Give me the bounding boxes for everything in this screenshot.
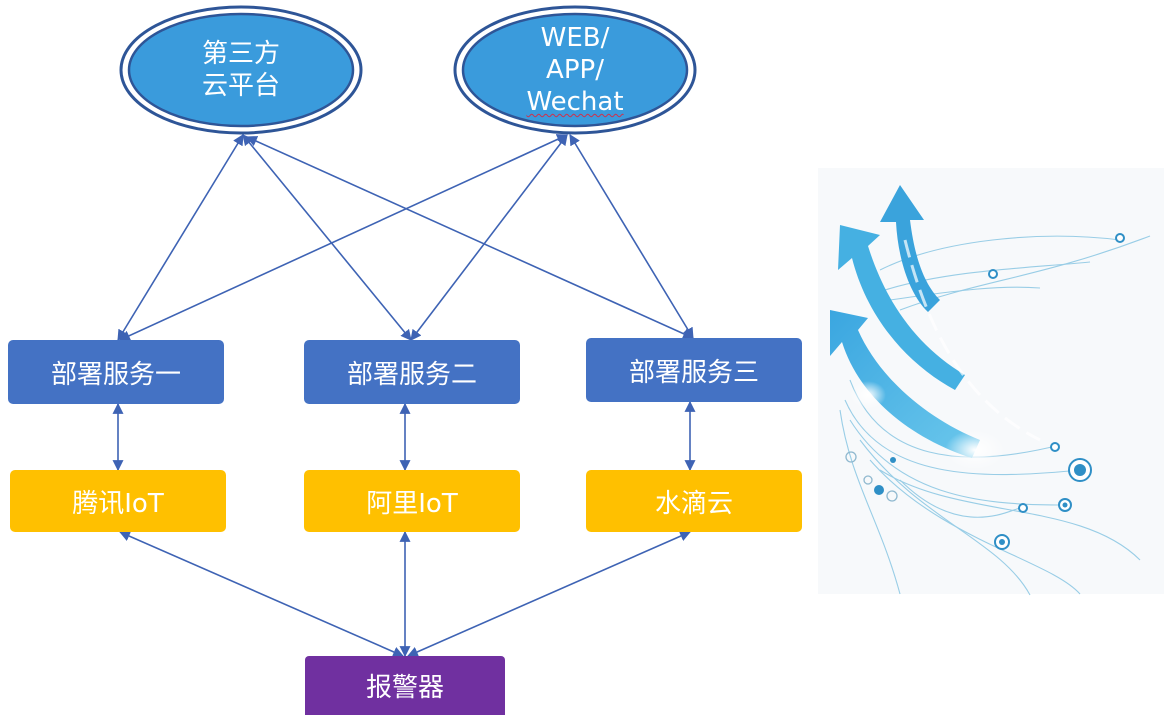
- service-3-box: 部署服务三: [586, 338, 802, 402]
- decorative-arrows-graphic: [818, 168, 1164, 596]
- service-1-label: 部署服务一: [50, 359, 181, 390]
- arrow-svc2-web: [410, 134, 568, 341]
- app-line: APP/: [546, 55, 604, 85]
- cloud-platform-line-1: 第三方: [201, 39, 280, 69]
- arrow-tencent-alarm: [118, 530, 405, 658]
- shuidi-cloud-label: 水滴云: [654, 488, 733, 519]
- oval-web-app-wechat: [453, 5, 697, 135]
- alarm-box: 报警器: [305, 656, 505, 715]
- arrow-svc3-cloud: [245, 136, 695, 339]
- arrow-shuidi-alarm: [406, 530, 692, 658]
- tencent-iot-label: 腾讯IoT: [72, 488, 164, 519]
- arrow-svc2-cloud: [242, 134, 412, 341]
- arrow-svc1-cloud: [117, 134, 244, 341]
- cloud-platform-line-2: 云平台: [201, 71, 280, 101]
- aliyun-iot-label: 阿里IoT: [366, 488, 458, 519]
- arrows-services-to-top: [117, 134, 695, 341]
- oval-cloud-platform: [119, 5, 363, 135]
- service-2-box: 部署服务二: [304, 340, 520, 404]
- web-app-wechat-label: WEB/ APP/ Wechat: [505, 22, 645, 118]
- shuidi-cloud-box: 水滴云: [586, 470, 802, 532]
- wechat-line: Wechat: [526, 87, 624, 117]
- service-1-box: 部署服务一: [8, 340, 224, 404]
- arrows-iot-to-alarm: [118, 530, 692, 658]
- cloud-platform-label: 第三方 云平台: [181, 38, 301, 102]
- arrow-svc1-web: [119, 134, 568, 341]
- service-3-label: 部署服务三: [628, 357, 759, 388]
- arrows-services-to-iot: [112, 400, 696, 472]
- arrow-svc3-web: [569, 134, 694, 339]
- alarm-label: 报警器: [365, 673, 444, 703]
- aliyun-iot-box: 阿里IoT: [304, 470, 520, 532]
- tencent-iot-box: 腾讯IoT: [10, 470, 226, 532]
- web-line: WEB/: [540, 23, 610, 53]
- service-2-label: 部署服务二: [346, 359, 477, 390]
